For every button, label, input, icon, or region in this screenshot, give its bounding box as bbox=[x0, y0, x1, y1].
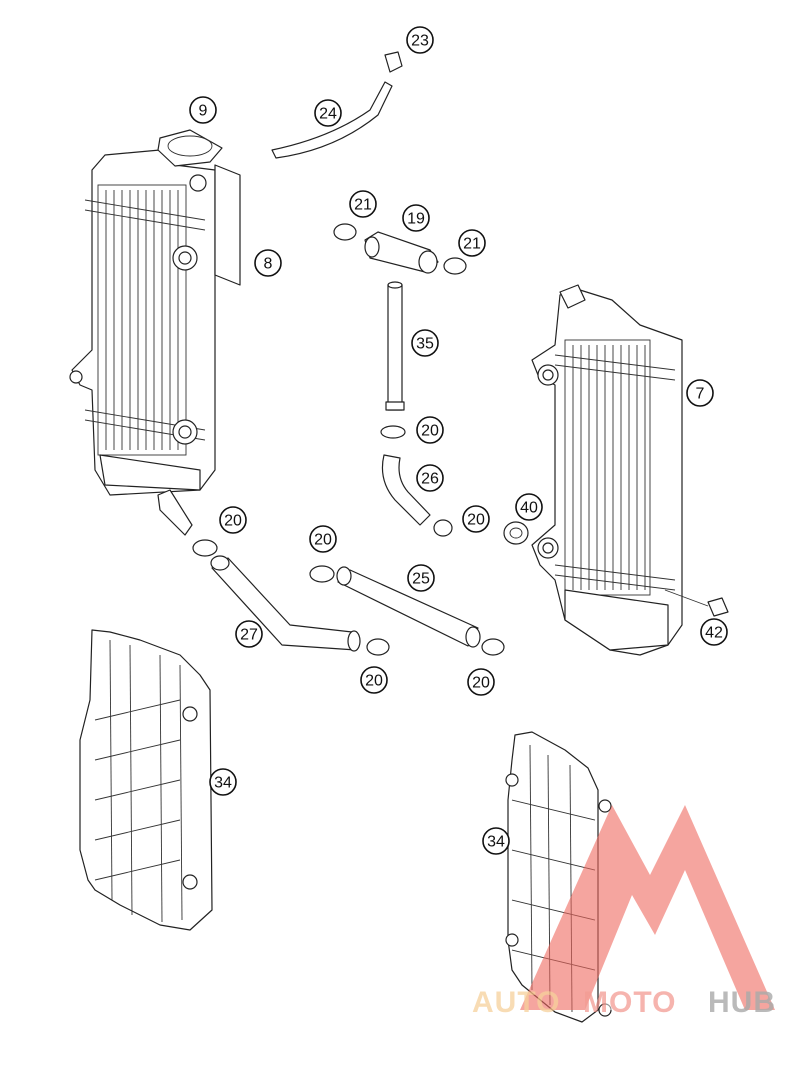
callout-25: 25 bbox=[407, 564, 435, 592]
hose-clamp-20-d bbox=[309, 565, 335, 583]
svg-text:8: 8 bbox=[264, 256, 273, 273]
callout-40: 40 bbox=[515, 493, 543, 521]
mounting-bolt bbox=[707, 597, 729, 617]
svg-text:34: 34 bbox=[214, 775, 232, 792]
bent-hose-27 bbox=[211, 557, 357, 651]
svg-text:9: 9 bbox=[199, 103, 208, 120]
callout-26: 26 bbox=[416, 464, 444, 492]
svg-text:34: 34 bbox=[487, 834, 505, 851]
callout-42: 42 bbox=[700, 618, 728, 646]
svg-text:7: 7 bbox=[696, 386, 705, 403]
svg-text:42: 42 bbox=[705, 625, 723, 642]
watermark-moto: MOTO bbox=[583, 986, 676, 1019]
callout-20-c: 20 bbox=[219, 506, 247, 534]
callout-20-b: 20 bbox=[462, 505, 490, 533]
svg-text:20: 20 bbox=[314, 532, 332, 549]
watermark-triangle-mark bbox=[520, 805, 775, 1010]
callout-7: 7 bbox=[686, 379, 714, 407]
callout-20-e: 20 bbox=[360, 666, 388, 694]
radiator-sticker bbox=[214, 164, 241, 286]
svg-text:35: 35 bbox=[416, 336, 434, 353]
watermark-auto: AUTO bbox=[472, 986, 560, 1019]
rubber-grommet-hole bbox=[509, 527, 523, 539]
hose-clamp-20-b bbox=[433, 519, 453, 537]
hose-clamp-20-c bbox=[192, 539, 218, 557]
svg-text:20: 20 bbox=[472, 675, 490, 692]
breather-hose bbox=[271, 81, 393, 159]
straight-tube bbox=[385, 281, 405, 411]
radiator-cap bbox=[157, 129, 223, 167]
watermark-hub: HUB bbox=[708, 986, 776, 1019]
hose-clamp-20-a bbox=[380, 425, 406, 439]
svg-text:25: 25 bbox=[412, 571, 430, 588]
svg-text:23: 23 bbox=[411, 33, 429, 50]
svg-text:20: 20 bbox=[365, 673, 383, 690]
callout-20-f: 20 bbox=[467, 668, 495, 696]
callout-23: 23 bbox=[406, 26, 434, 54]
hose-clamp-21-left bbox=[333, 223, 357, 241]
watermark-logo: AUTO MOTO HUB bbox=[472, 805, 776, 1019]
svg-text:24: 24 bbox=[319, 106, 337, 123]
callout-24: 24 bbox=[314, 99, 342, 127]
hose-clamp-20-f bbox=[481, 638, 505, 656]
hose-clamp-21-right bbox=[443, 257, 467, 275]
callout-21-right: 21 bbox=[458, 229, 486, 257]
svg-text:20: 20 bbox=[224, 513, 242, 530]
callout-34-right: 34 bbox=[482, 827, 510, 855]
callout-21-left: 21 bbox=[349, 190, 377, 218]
callout-20-a: 20 bbox=[416, 416, 444, 444]
left-radiator-guard bbox=[79, 629, 213, 931]
svg-text:26: 26 bbox=[421, 471, 439, 488]
svg-text:27: 27 bbox=[240, 627, 258, 644]
callout-19: 19 bbox=[402, 204, 430, 232]
svg-text:20: 20 bbox=[467, 512, 485, 529]
svg-text:20: 20 bbox=[421, 423, 439, 440]
callout-34-left: 34 bbox=[209, 768, 237, 796]
hose-clip bbox=[384, 51, 403, 73]
svg-text:21: 21 bbox=[354, 197, 372, 214]
hose-connector bbox=[364, 231, 439, 274]
callout-9: 9 bbox=[189, 96, 217, 124]
rubber-grommet bbox=[503, 521, 529, 545]
svg-text:19: 19 bbox=[407, 211, 425, 228]
svg-text:21: 21 bbox=[463, 236, 481, 253]
callout-35: 35 bbox=[411, 329, 439, 357]
svg-text:40: 40 bbox=[520, 500, 538, 517]
right-radiator bbox=[531, 284, 683, 656]
left-radiator bbox=[69, 149, 216, 536]
callout-27: 27 bbox=[235, 620, 263, 648]
hose-clamp-20-e bbox=[366, 638, 390, 656]
callout-8: 8 bbox=[254, 249, 282, 277]
curved-hose-26 bbox=[381, 454, 431, 526]
callout-20-d: 20 bbox=[309, 525, 337, 553]
